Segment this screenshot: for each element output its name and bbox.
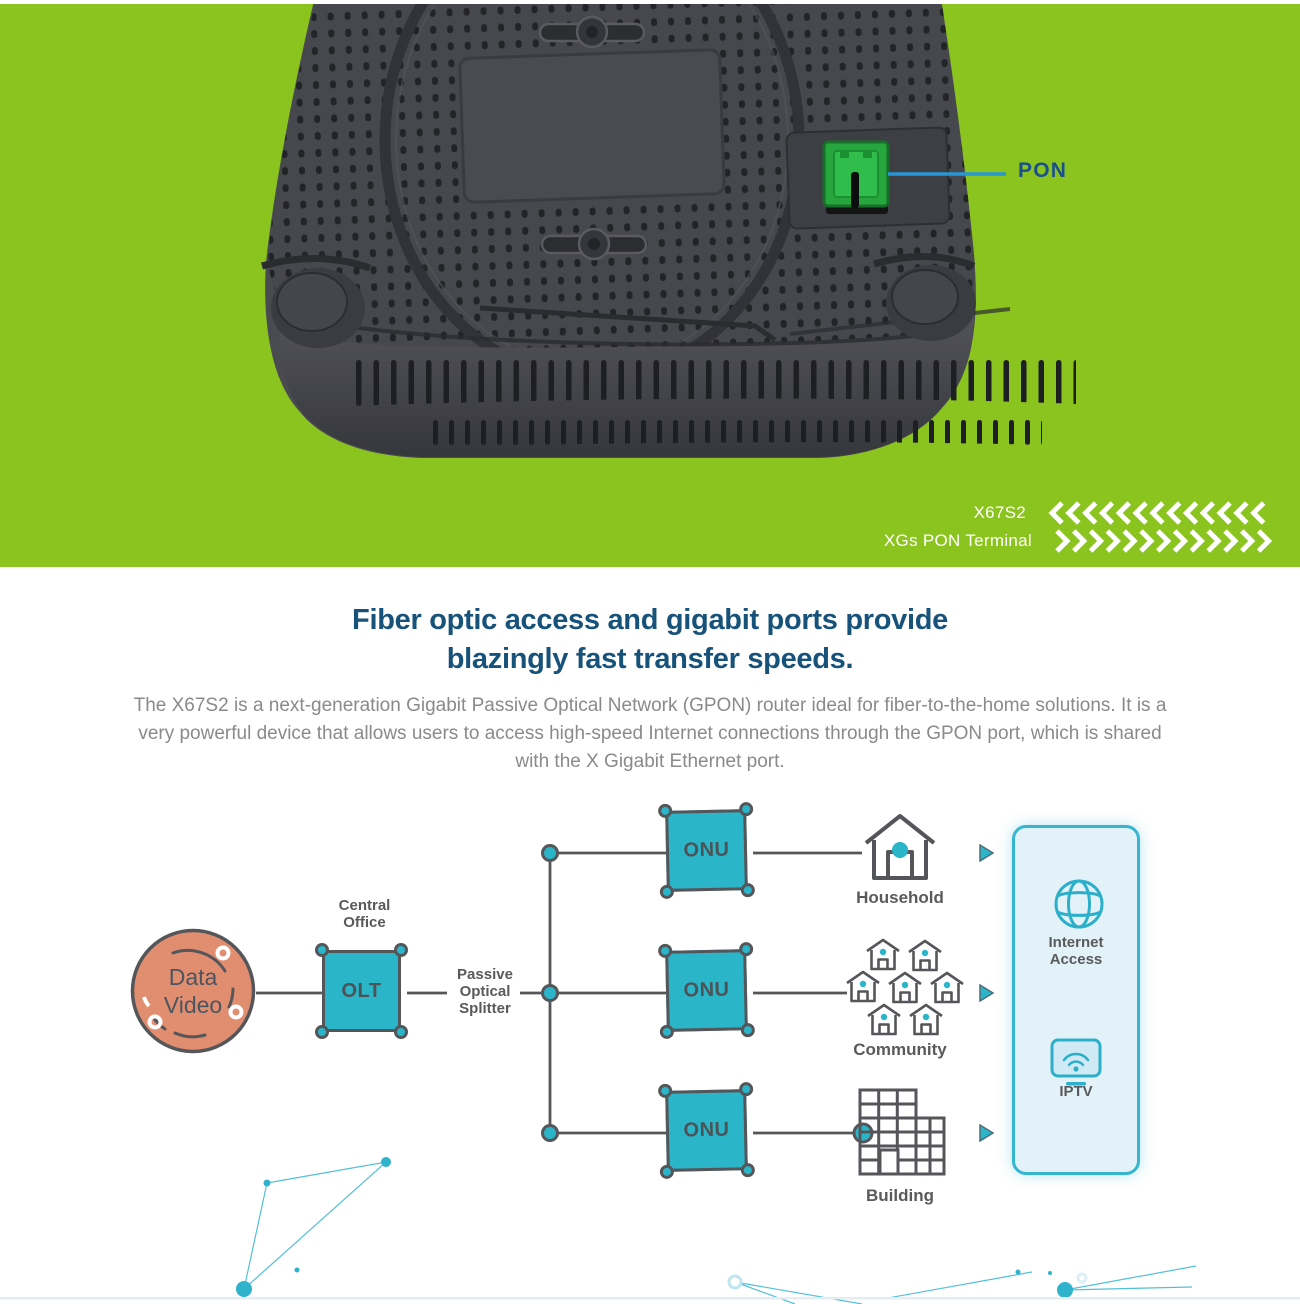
onu-node-2: ONU <box>658 942 755 1039</box>
endpoint-label-community: Community <box>853 1040 947 1059</box>
intro-paragraph: The X67S2 is a next-generation Gigabit P… <box>133 695 1167 772</box>
community-icon <box>845 938 965 1036</box>
network-constellation-decoration <box>243 1161 1197 1304</box>
product-type: XGs PON Terminal <box>883 531 1032 550</box>
internet-globe-icon <box>1054 879 1104 929</box>
arrow-right-icon <box>979 844 995 862</box>
data-video-label: Data Video <box>163 964 223 1018</box>
pon-port-label: PON <box>1018 159 1068 182</box>
onu-label: ONU <box>683 838 730 862</box>
endpoint-label-building: Building <box>866 1186 934 1205</box>
arrow-right-icon <box>979 984 995 1002</box>
intro-section: Fiber optic access and gigabit ports pro… <box>0 567 1300 790</box>
gpon-network-diagram: Data Video Central Office OLT Passive Op… <box>0 790 1300 1304</box>
onu-label: ONU <box>683 978 730 1002</box>
iptv-tv-icon <box>1050 1038 1102 1086</box>
services-panel: Internet Access IPTV <box>1012 825 1140 1175</box>
onu-node-1: ONU <box>658 802 755 899</box>
iptv-label: IPTV <box>1059 1083 1093 1100</box>
arrow-right-icon <box>979 1124 995 1142</box>
pon-port-icon <box>822 140 890 214</box>
internet-access-label: Internet Access <box>1048 934 1104 968</box>
onu-node-3: ONU <box>658 1082 755 1179</box>
router-bottom-view-image <box>261 4 1076 458</box>
olt-label: OLT <box>341 979 382 1002</box>
central-office-label: Central Office <box>338 897 391 931</box>
model-name: X67S2 <box>973 503 1026 522</box>
headline-line1: Fiber optic access and gigabit ports pro… <box>352 604 948 636</box>
headline-line2: blazingly fast transfer speeds. <box>446 643 854 675</box>
data-video-source-node: Data Video <box>129 927 257 1055</box>
page-title: Fiber optic access and gigabit ports pro… <box>0 601 1300 679</box>
hero-section: PON X67S2 XGs PON Terminal <box>0 4 1300 567</box>
endpoint-label-household: Household <box>856 888 944 907</box>
onu-label: ONU <box>683 1118 730 1142</box>
chevrons-left-icon <box>1048 501 1266 525</box>
chevrons-right-icon <box>1055 529 1273 553</box>
data-video-circle-icon <box>130 928 256 1054</box>
hero-caption: X67S2 XGs PON Terminal <box>883 501 1273 553</box>
building-icon <box>858 1088 946 1176</box>
olt-node: OLT <box>315 943 408 1039</box>
household-icon <box>864 814 936 880</box>
passive-optical-splitter-label: Passive Optical Splitter <box>457 966 513 1017</box>
